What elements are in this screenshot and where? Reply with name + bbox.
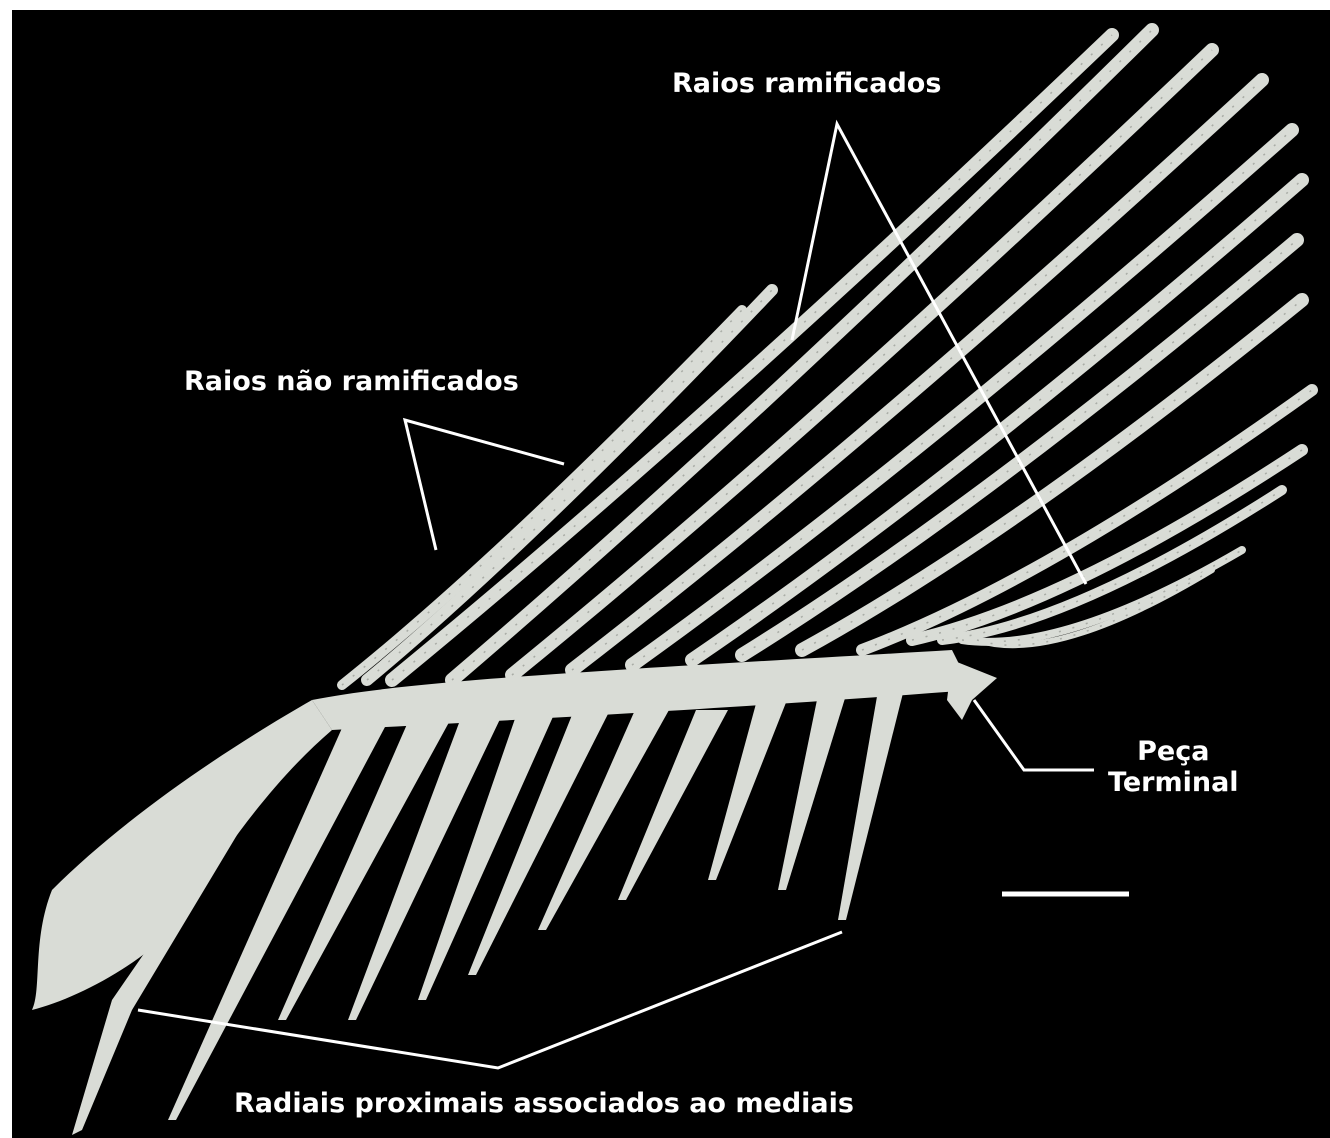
leader-peca-terminal bbox=[974, 700, 1094, 770]
fin-skeleton-illustration bbox=[12, 10, 1330, 1138]
label-peca-terminal-line1: Peça bbox=[1108, 736, 1239, 767]
label-raios-ramificados: Raios ramificados bbox=[672, 68, 941, 99]
terminal-piece bbox=[947, 660, 997, 720]
proximal-radial bbox=[538, 710, 669, 930]
proximal-radial bbox=[708, 700, 787, 880]
label-raios-nao-ramificados: Raios não ramificados bbox=[184, 366, 519, 397]
label-peca-terminal: Peça Terminal bbox=[1108, 736, 1239, 798]
label-radiais-proximais: Radiais proximais associados ao mediais bbox=[234, 1088, 854, 1119]
label-peca-terminal-line2: Terminal bbox=[1108, 767, 1239, 798]
proximal-radial bbox=[838, 685, 905, 920]
figure-frame: Raios ramificados Raios não ramificados … bbox=[12, 10, 1330, 1138]
proximal-radial bbox=[778, 695, 846, 890]
fin-bones bbox=[32, 30, 1312, 1135]
